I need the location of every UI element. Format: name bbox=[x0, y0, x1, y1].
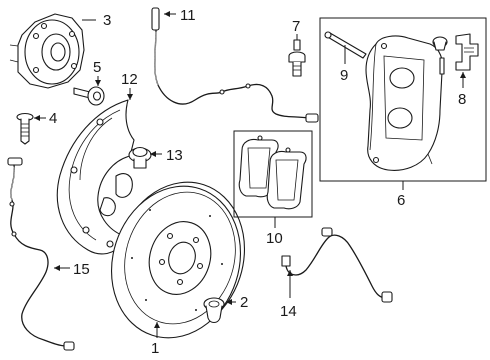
callout-13: 13 bbox=[166, 147, 183, 164]
callout-10: 10 bbox=[266, 230, 283, 247]
callout-2: 2 bbox=[240, 294, 248, 311]
wear-sensor-upper bbox=[151, 7, 319, 123]
callout-15: 15 bbox=[73, 261, 90, 278]
brake-pads bbox=[238, 135, 307, 210]
callout-1: 1 bbox=[151, 340, 159, 357]
callout-12: 12 bbox=[121, 71, 138, 88]
bleeder-grommet bbox=[203, 297, 225, 324]
caliper-bolt bbox=[128, 146, 152, 169]
callout-7: 7 bbox=[292, 18, 300, 35]
splash-shield bbox=[56, 99, 135, 255]
brake-caliper bbox=[365, 35, 444, 171]
callout-11: 11 bbox=[180, 7, 196, 24]
wheel-bolt bbox=[16, 112, 34, 145]
guide-pin bbox=[324, 31, 367, 59]
callout-9: 9 bbox=[340, 67, 348, 84]
caliper-mounting-bolt bbox=[288, 39, 306, 77]
callout-4: 4 bbox=[49, 110, 57, 127]
brake-hose bbox=[281, 227, 393, 303]
callout-6: 6 bbox=[397, 192, 405, 209]
wear-sensor-lower bbox=[7, 157, 75, 351]
brake-rotor bbox=[110, 181, 246, 339]
hardware-kit bbox=[432, 33, 479, 75]
callout-3: 3 bbox=[103, 12, 111, 29]
brake-pads-box bbox=[233, 130, 313, 218]
callout-14: 14 bbox=[280, 303, 297, 320]
callout-8: 8 bbox=[458, 91, 466, 108]
callout-5: 5 bbox=[93, 59, 101, 76]
hub-bolt bbox=[73, 86, 105, 106]
wheel-hub bbox=[9, 13, 85, 89]
